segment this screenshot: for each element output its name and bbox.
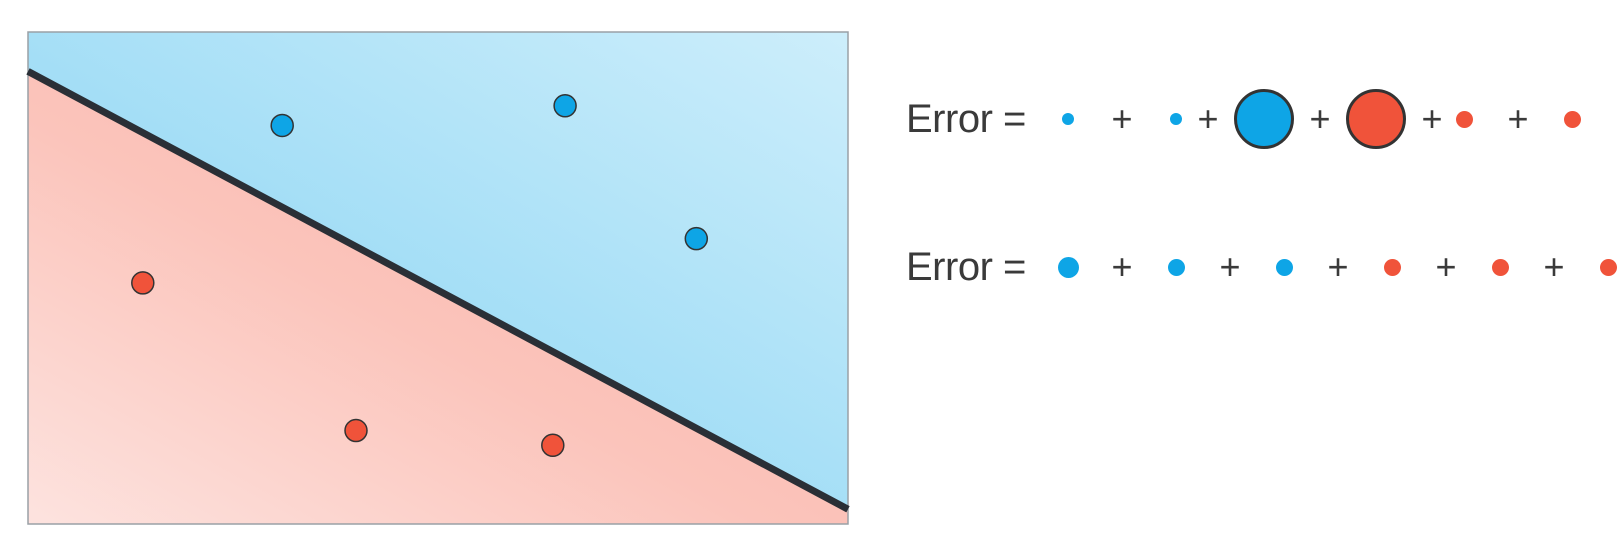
blue-point xyxy=(270,113,294,138)
plot-area xyxy=(26,31,850,525)
error-term xyxy=(1164,84,1188,154)
plot-frame xyxy=(27,31,849,525)
blue-error-dot xyxy=(1167,258,1185,276)
error-term xyxy=(1596,232,1617,302)
plus-sign: + xyxy=(1197,98,1219,139)
plus-sign: + xyxy=(1309,98,1331,139)
error-term xyxy=(1228,84,1300,154)
red-error-dot xyxy=(1383,258,1401,276)
blue-region xyxy=(28,32,848,510)
error-term xyxy=(1560,84,1584,154)
plus-sign: + xyxy=(1435,246,1457,287)
plus-sign: + xyxy=(1111,246,1133,287)
blue-error-dot xyxy=(1057,256,1079,278)
blue-point xyxy=(553,94,577,118)
red-error-dot xyxy=(1455,110,1473,128)
error-terms: + + + + + xyxy=(1056,232,1617,302)
red-point xyxy=(541,433,565,458)
error-term xyxy=(1164,232,1188,302)
error-term xyxy=(1340,84,1412,154)
error-term xyxy=(1272,232,1296,302)
error-term xyxy=(1488,232,1512,302)
red-error-dot xyxy=(1599,258,1617,276)
error-term xyxy=(1056,84,1080,154)
plus-sign: + xyxy=(1219,246,1241,287)
error-equation-1: Error = + + + + + xyxy=(906,79,1584,159)
red-error-dot xyxy=(1491,258,1509,276)
plus-sign: + xyxy=(1507,98,1529,139)
red-error-dot xyxy=(1346,89,1406,149)
blue-error-dot xyxy=(1234,89,1294,149)
plus-sign: + xyxy=(1327,246,1349,287)
blue-error-dot xyxy=(1275,258,1293,276)
error-terms: + + + + + xyxy=(1056,84,1584,154)
red-error-dot xyxy=(1563,110,1581,128)
plus-sign: + xyxy=(1421,98,1443,139)
error-label: Error = xyxy=(906,244,1026,289)
classification-plot xyxy=(26,31,850,525)
error-term xyxy=(1452,84,1476,154)
error-label: Error = xyxy=(906,96,1026,141)
blue-point xyxy=(684,226,709,251)
red-point xyxy=(131,271,155,295)
plus-sign: + xyxy=(1543,246,1565,287)
decision-boundary-line xyxy=(26,68,850,513)
red-point xyxy=(344,418,368,443)
error-term xyxy=(1380,232,1404,302)
blue-error-dot xyxy=(1062,113,1074,125)
blue-error-dot xyxy=(1170,113,1182,125)
error-equation-2: Error = + + + + + xyxy=(906,227,1617,307)
plus-sign: + xyxy=(1111,98,1133,139)
error-term xyxy=(1056,232,1080,302)
